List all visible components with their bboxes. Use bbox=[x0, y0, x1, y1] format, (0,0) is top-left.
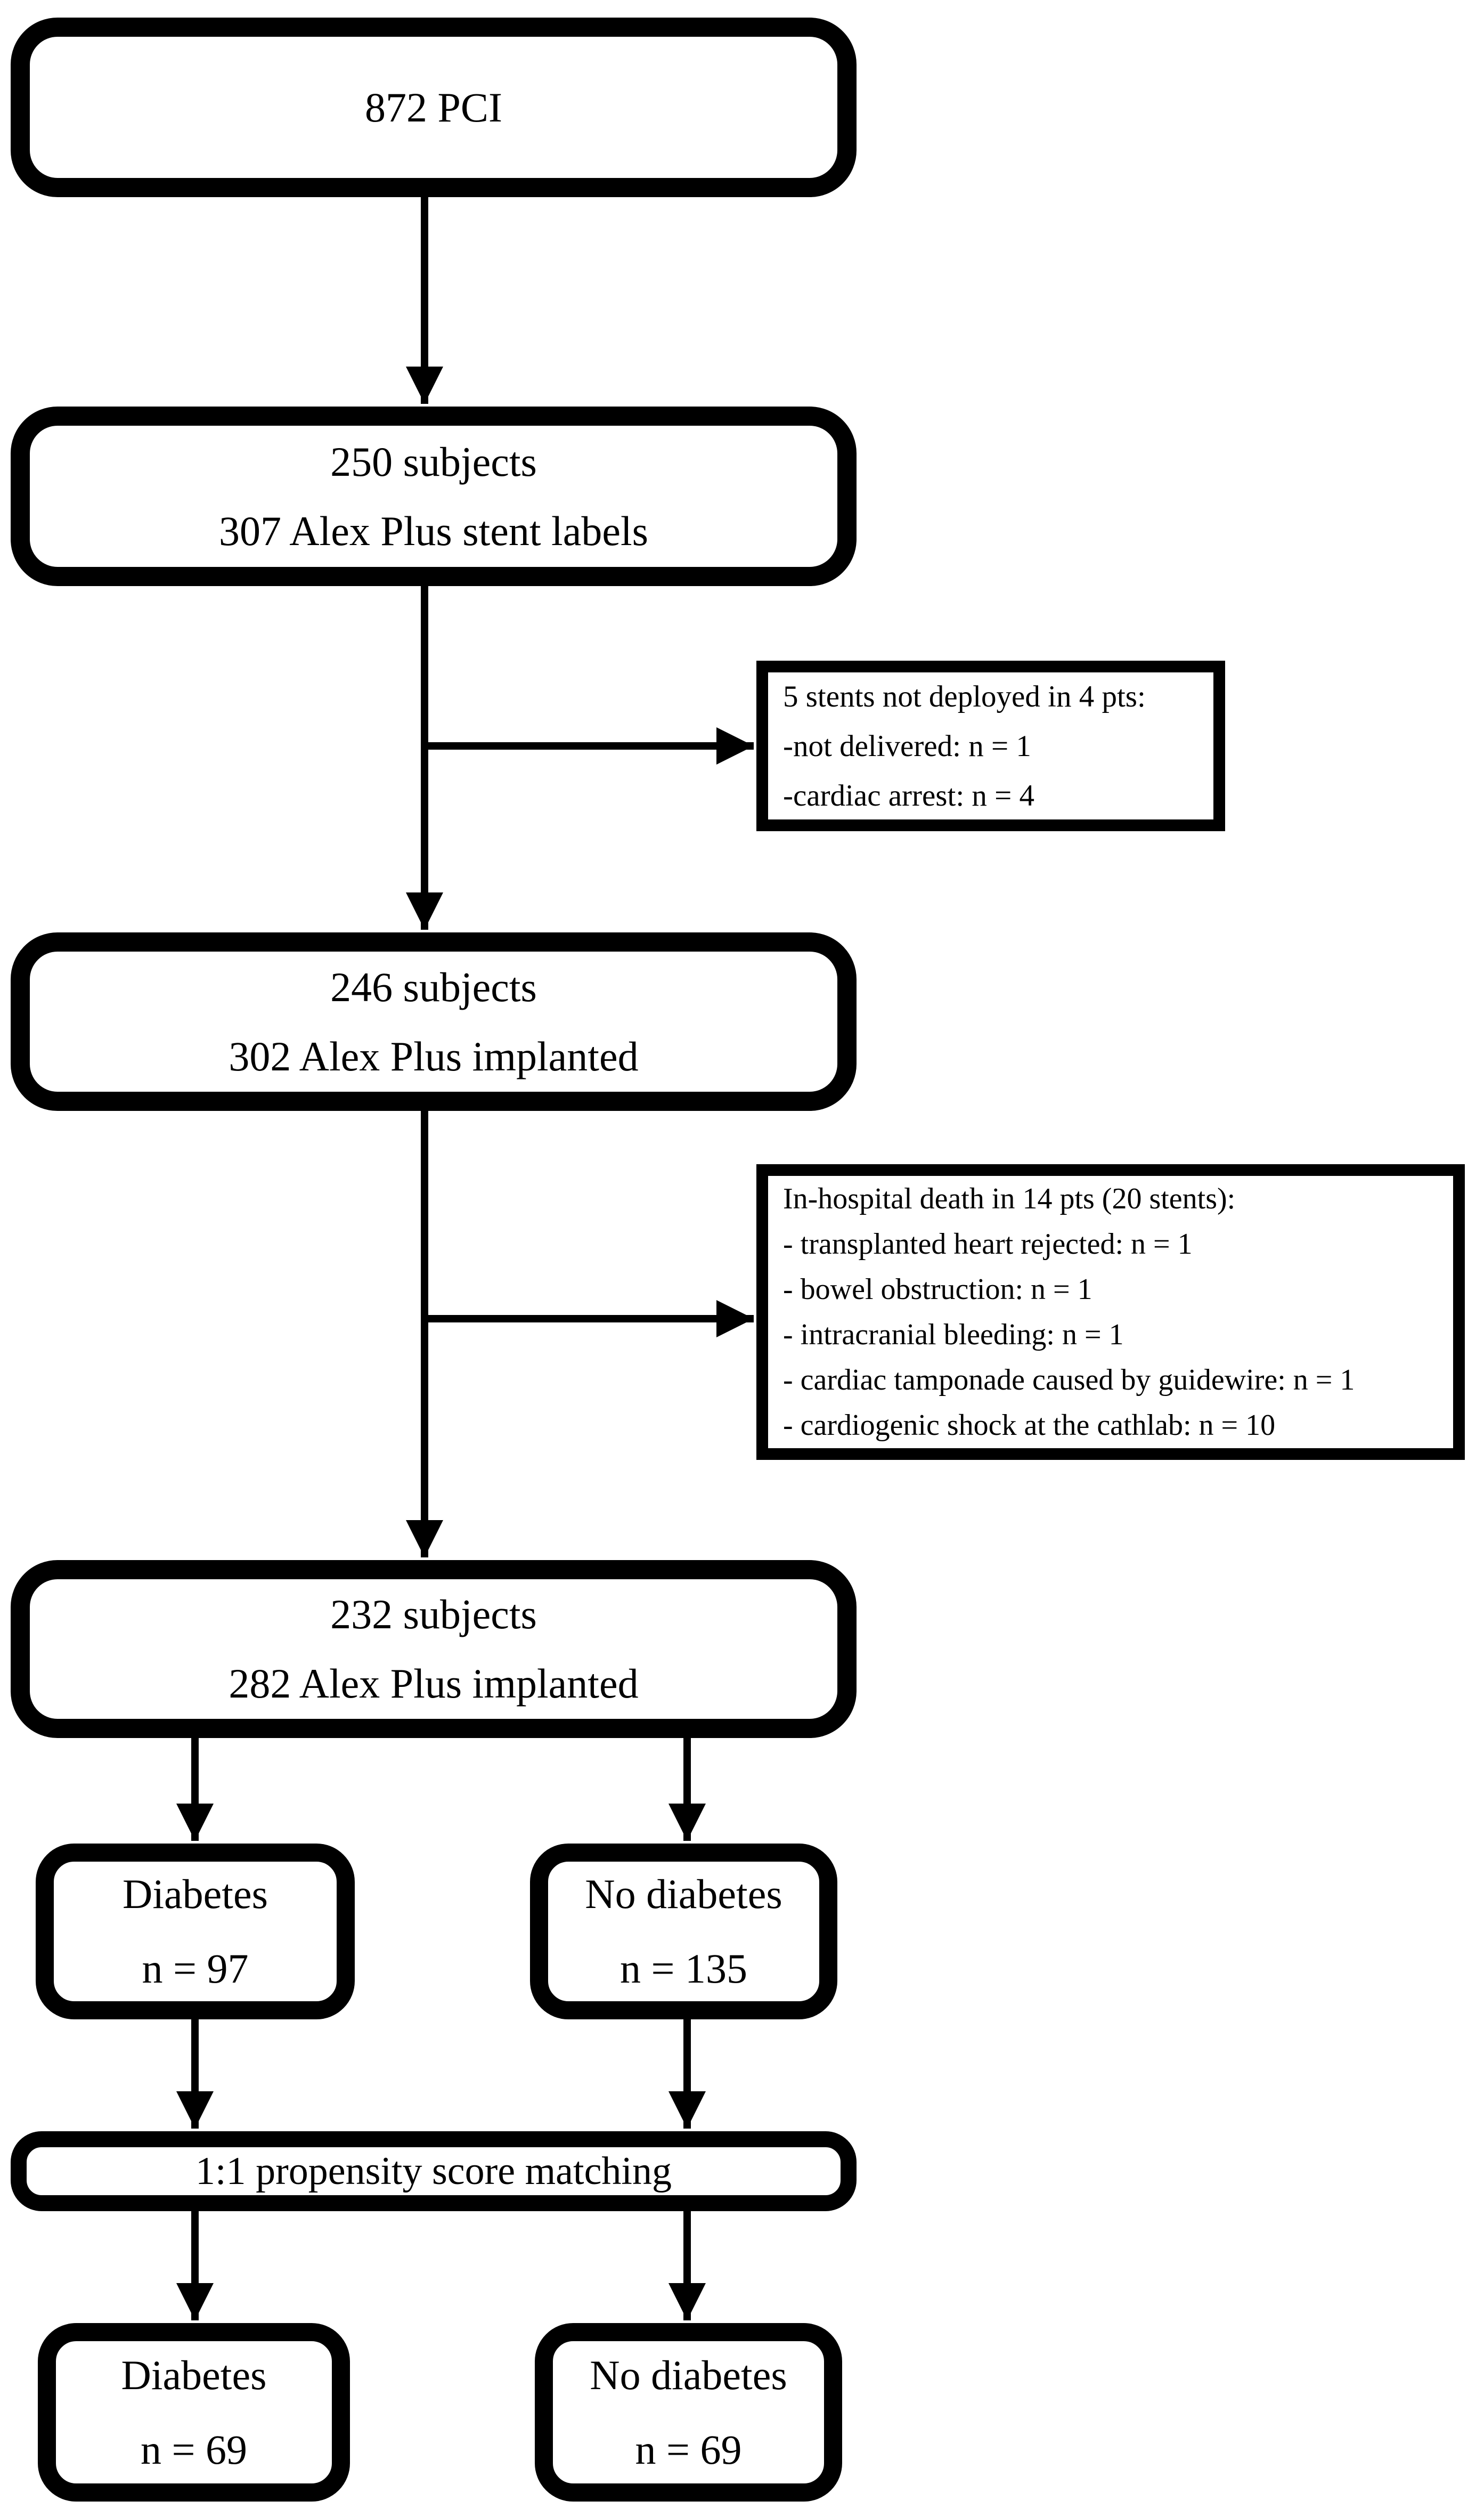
box-text: n = 135 bbox=[620, 1945, 747, 1992]
box-text: 307 Alex Plus stent labels bbox=[219, 507, 648, 554]
box-text: 282 Alex Plus implanted bbox=[229, 1660, 639, 1707]
box-text: -cardiac arrest: n = 4 bbox=[783, 778, 1035, 813]
box-text: 5 stents not deployed in 4 pts: bbox=[783, 679, 1146, 713]
box-text: n = 97 bbox=[142, 1945, 249, 1992]
box-text: No diabetes bbox=[585, 1871, 782, 1917]
box-text: n = 69 bbox=[635, 2426, 742, 2473]
box-text: - cardiac tamponade caused by guidewire:… bbox=[783, 1363, 1355, 1396]
box-text: 246 subjects bbox=[330, 963, 537, 1010]
box-text: - bowel obstruction: n = 1 bbox=[783, 1272, 1092, 1306]
box-no-diabetes-matched: No diabetes n = 69 bbox=[535, 2323, 842, 2502]
box-text: 250 subjects bbox=[330, 438, 537, 485]
box-no-diabetes-unmatched: No diabetes n = 135 bbox=[530, 1844, 837, 2019]
box-text: Diabetes bbox=[121, 2351, 267, 2398]
box-enrolled-subjects: 250 subjects 307 Alex Plus stent labels bbox=[11, 407, 857, 586]
box-implanted-subjects: 246 subjects 302 Alex Plus implanted bbox=[11, 932, 857, 1111]
box-stents-not-deployed: 5 stents not deployed in 4 pts: -not del… bbox=[756, 661, 1225, 831]
box-text: 872 PCI bbox=[365, 84, 502, 131]
box-in-hospital-death: In-hospital death in 14 pts (20 stents):… bbox=[756, 1164, 1465, 1460]
box-text: n = 69 bbox=[141, 2426, 247, 2473]
box-text: 302 Alex Plus implanted bbox=[229, 1033, 639, 1079]
box-text: In-hospital death in 14 pts (20 stents): bbox=[783, 1182, 1236, 1215]
box-propensity-matching: 1:1 propensity score matching bbox=[11, 2131, 857, 2211]
box-text: 1:1 propensity score matching bbox=[195, 2149, 672, 2193]
box-text: No diabetes bbox=[590, 2351, 787, 2398]
box-diabetes-unmatched: Diabetes n = 97 bbox=[36, 1844, 355, 2019]
box-diabetes-matched: Diabetes n = 69 bbox=[38, 2323, 350, 2502]
box-analyzed-subjects: 232 subjects 282 Alex Plus implanted bbox=[11, 1560, 857, 1738]
box-text: - transplanted heart rejected: n = 1 bbox=[783, 1227, 1193, 1261]
box-text: -not delivered: n = 1 bbox=[783, 729, 1031, 763]
box-text: - intracranial bleeding: n = 1 bbox=[783, 1318, 1124, 1351]
box-total-pci: 872 PCI bbox=[11, 18, 857, 197]
box-text: 232 subjects bbox=[330, 1591, 537, 1637]
box-text: Diabetes bbox=[123, 1871, 268, 1917]
box-text: - cardiogenic shock at the cathlab: n = … bbox=[783, 1408, 1276, 1442]
